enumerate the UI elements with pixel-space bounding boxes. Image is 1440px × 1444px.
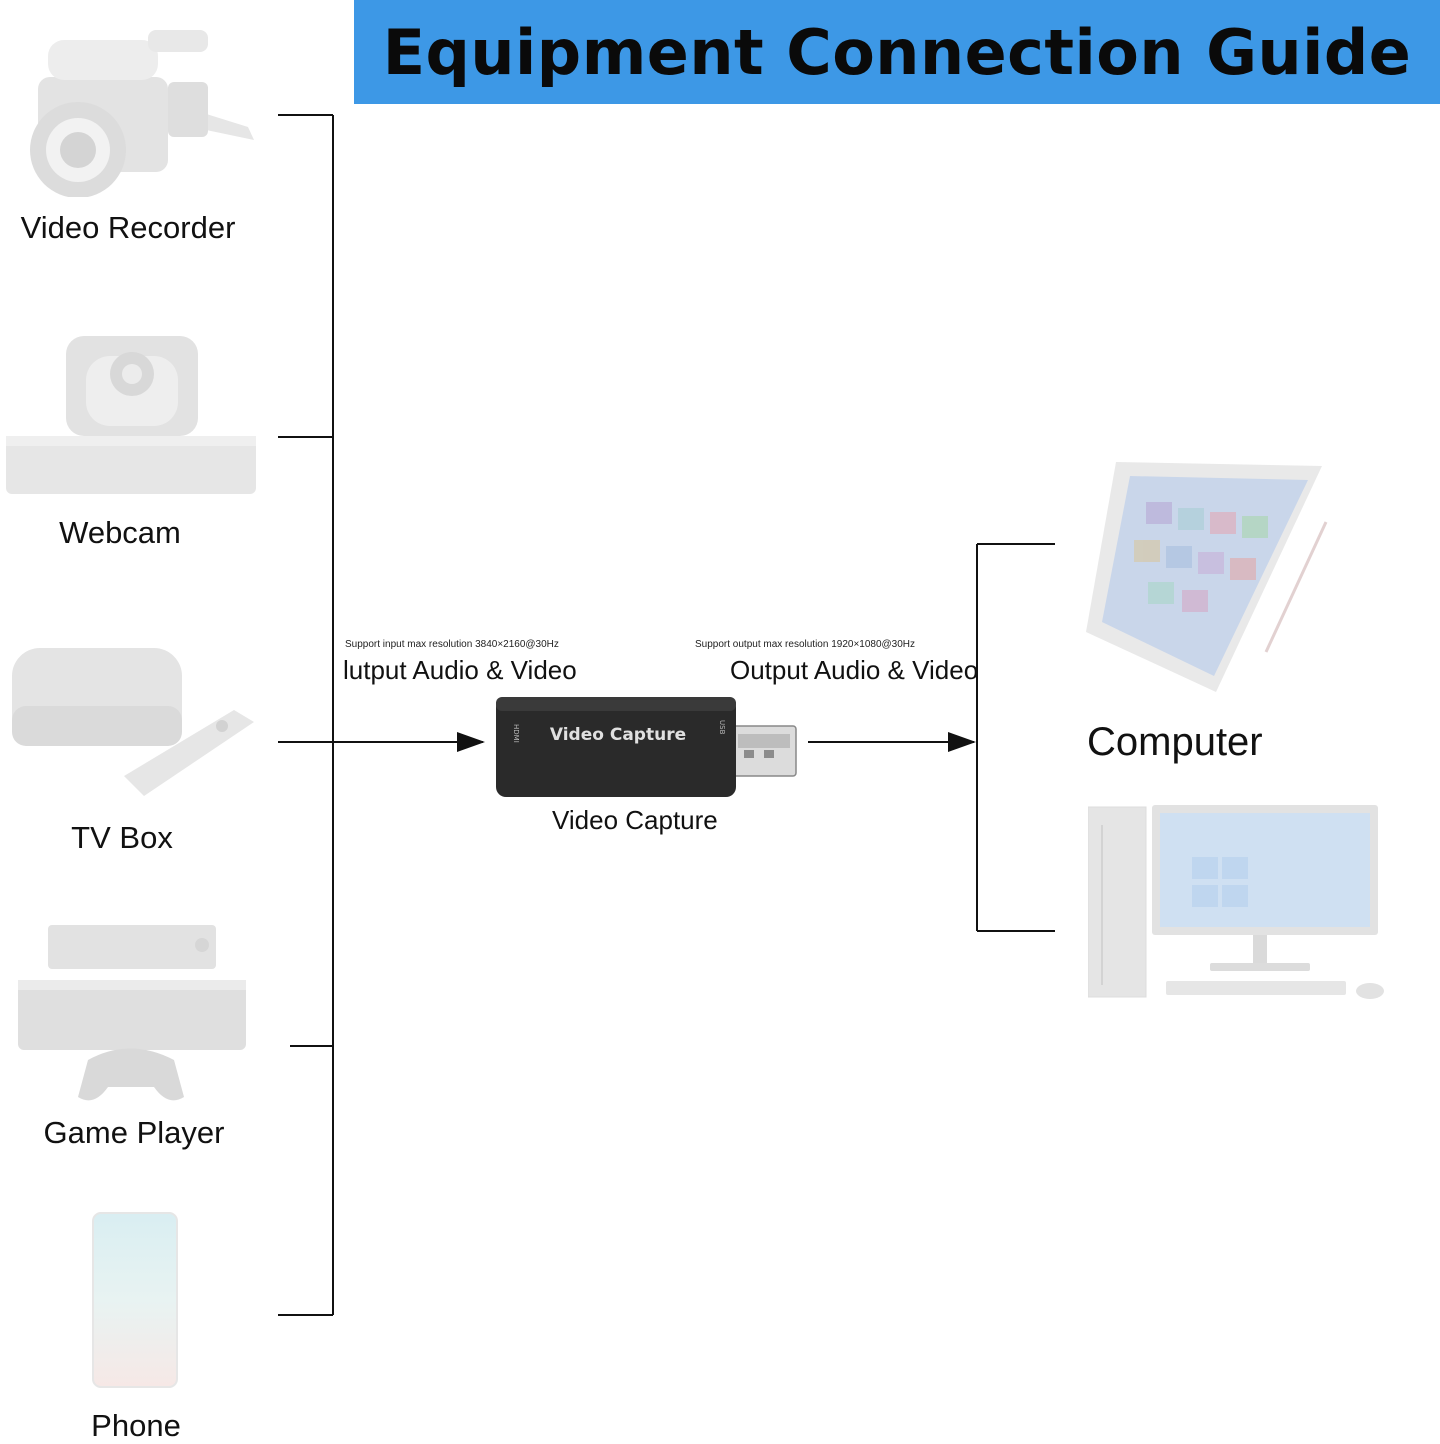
title-banner: Equipment Connection Guide xyxy=(354,0,1440,104)
desktop-pc-icon xyxy=(1088,805,1384,999)
device-body-text: Video Capture xyxy=(550,725,686,745)
tv-box-icon xyxy=(12,648,254,796)
game-console-icon xyxy=(18,925,246,1101)
source-label-phone: Phone xyxy=(91,1408,181,1443)
output-label: Output Audio & Video xyxy=(730,655,979,685)
output-spec: Support output max resolution 1920×1080@… xyxy=(695,639,916,650)
target-label-computer: Computer xyxy=(1087,720,1263,764)
source-label-video-recorder: Video Recorder xyxy=(20,210,236,245)
device-label: Video Capture xyxy=(552,805,718,835)
source-label-webcam: Webcam xyxy=(59,515,181,550)
source-label-tv-box: TV Box xyxy=(71,820,173,855)
source-label-game-player: Game Player xyxy=(43,1115,225,1150)
device-port-out-text: USB xyxy=(718,720,726,735)
video-camera-icon xyxy=(30,30,254,197)
video-capture-device-icon: Video Capture HDMI USB xyxy=(496,697,797,797)
device-port-in-text: HDMI xyxy=(512,724,520,743)
smartphone-icon xyxy=(92,1212,178,1388)
ptz-webcam-icon xyxy=(6,336,256,494)
tablet-pc-icon xyxy=(1086,462,1328,692)
input-label: lutput Audio & Video xyxy=(343,655,577,685)
page-title: Equipment Connection Guide xyxy=(382,15,1412,89)
input-spec: Support input max resolution 3840×2160@3… xyxy=(345,639,559,650)
